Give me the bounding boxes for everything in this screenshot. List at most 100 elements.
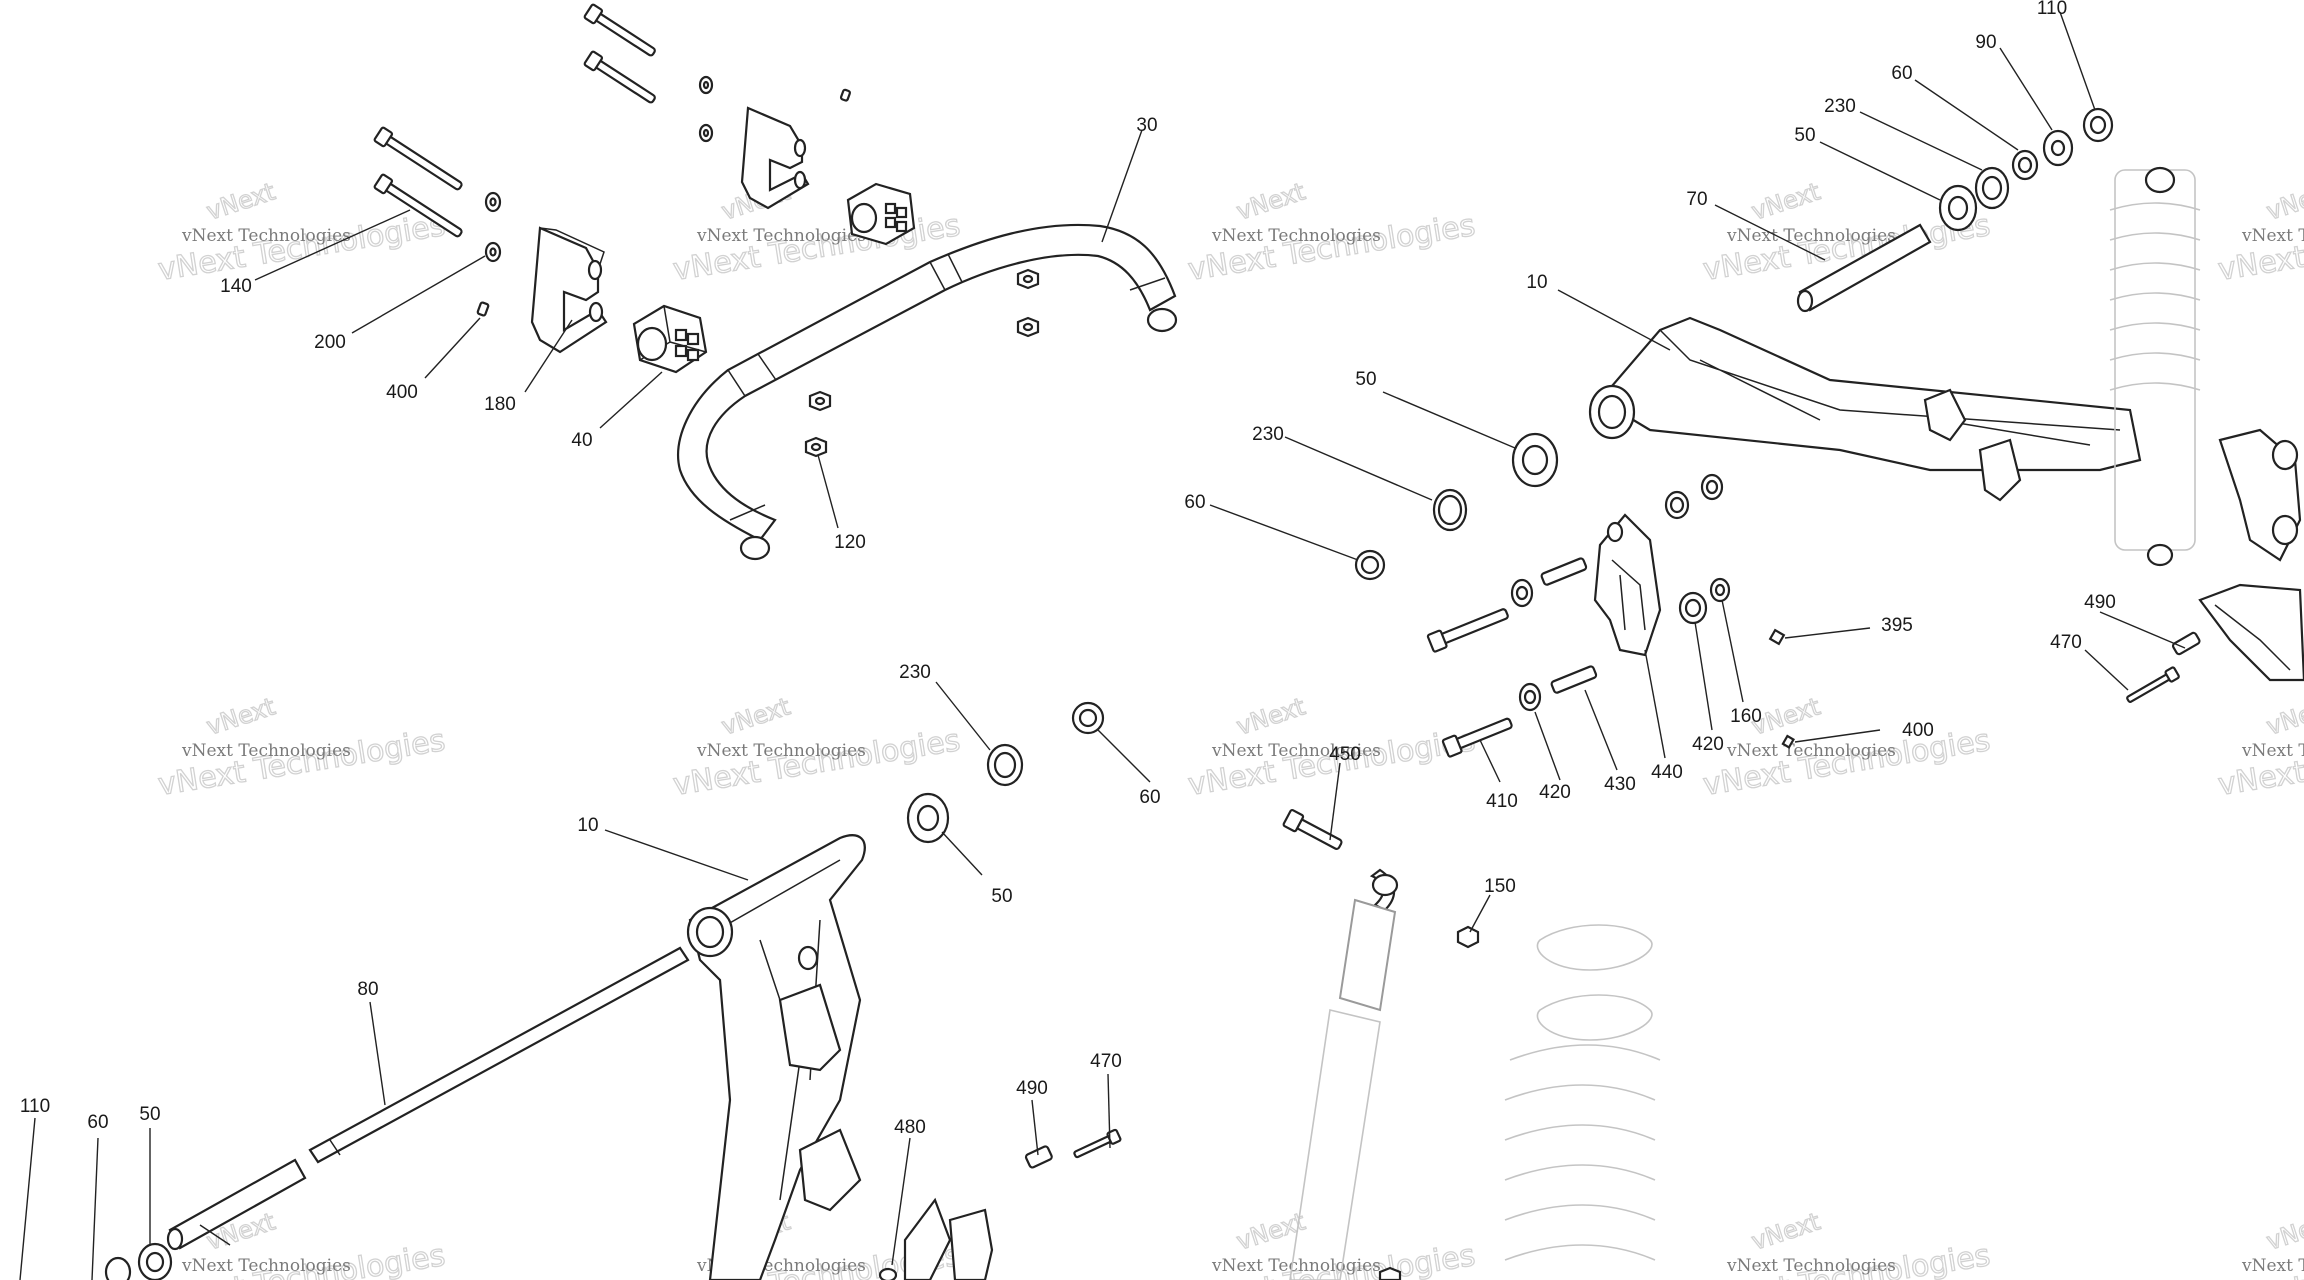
callout-140: 140 — [220, 276, 252, 297]
knuckle-right — [2218, 428, 2302, 562]
watermark-brand: vNext Technologies — [696, 741, 866, 761]
callout-50: 50 — [139, 1104, 160, 1125]
watermark-brand: vNext Technologies — [2241, 1256, 2304, 1276]
callout-110: 110 — [2037, 0, 2067, 19]
bearing-stack-top-right — [1796, 107, 2114, 313]
watermark-brand: vNext Technologies — [181, 1256, 351, 1276]
callout-60: 60 — [87, 1112, 108, 1133]
watermark-logo: vNext — [1233, 177, 1308, 225]
callout-230: 230 — [899, 662, 931, 683]
watermark-brand-outline: vNext Technologies — [156, 723, 448, 803]
guard-right-edge — [2126, 583, 2304, 703]
watermark-logo: vNext — [2263, 1207, 2304, 1255]
callout-230: 230 — [1824, 96, 1856, 117]
watermark-logo: vNext — [718, 692, 793, 740]
washer-200-group — [484, 75, 714, 263]
callout-10: 10 — [577, 815, 598, 836]
watermark-logo: vNext — [2263, 692, 2304, 740]
callout-50: 50 — [991, 886, 1012, 907]
leader-lines — [19, 11, 2186, 1280]
callout-110: 110 — [20, 1096, 50, 1117]
hardware-lower-490-470 — [878, 1128, 1402, 1280]
bracket-180 — [530, 106, 810, 354]
callout-70: 70 — [1686, 189, 1707, 210]
callout-430: 430 — [1604, 774, 1636, 795]
spring-lower — [1504, 924, 1661, 1261]
watermark-brand: vNext Technologies — [1211, 1256, 1381, 1276]
callout-50: 50 — [1355, 369, 1376, 390]
a-arm-10-lower — [686, 834, 866, 1280]
watermark-brand: vNext Technologies — [2241, 226, 2304, 246]
bushing-block-40 — [632, 182, 916, 374]
callout-480: 480 — [894, 1117, 926, 1138]
callout-470: 470 — [1090, 1051, 1122, 1072]
watermark-brand-outline: vNext Technologies — [671, 723, 963, 803]
bearing-stack-lower — [906, 701, 1105, 844]
link-bracket-440 — [1426, 473, 1795, 758]
callout-200: 200 — [314, 332, 346, 353]
watermark-brand: vNext Technologies — [1726, 741, 1896, 761]
callout-410: 410 — [1486, 791, 1518, 812]
watermark-brand: vNext Technologies — [1726, 1256, 1896, 1276]
bearing-stack-bottom-left — [104, 1158, 307, 1280]
watermark-logo: vNext — [1233, 692, 1308, 740]
callout-400: 400 — [386, 382, 418, 403]
callout-60: 60 — [1891, 63, 1912, 84]
sway-bar-30 — [677, 223, 1178, 561]
grease-fitting-400-left — [476, 88, 852, 317]
a-arm-10-upper — [1588, 316, 2142, 502]
watermark-logo: vNext — [1748, 1207, 1823, 1255]
callout-90: 90 — [1975, 32, 1996, 53]
watermark-brand: vNext Technologies — [1726, 226, 1896, 246]
callout-180: 180 — [484, 394, 516, 415]
watermark-brand: vNext Technologies — [181, 741, 351, 761]
watermark-brand-outline: vNext Technologies — [2216, 208, 2304, 288]
callout-50: 50 — [1794, 125, 1815, 146]
bolt-140-group — [373, 3, 656, 238]
callout-230: 230 — [1252, 424, 1284, 445]
watermark-logo: vNext — [1748, 177, 1823, 225]
watermark-brand-outline: vNext Technologies — [156, 208, 448, 288]
watermark-brand: vNext Technologies — [696, 226, 866, 246]
watermark-logo: vNext — [2263, 177, 2304, 225]
callout-490: 490 — [1016, 1078, 1048, 1099]
watermark-logo: vNext — [203, 692, 278, 740]
watermark-brand-outline: vNext Technologies — [2216, 723, 2304, 803]
watermark-logo: vNext — [203, 177, 278, 225]
callout-440: 440 — [1651, 762, 1683, 783]
watermark-brand: vNext Technologies — [1211, 741, 1381, 761]
callout-400: 400 — [1902, 720, 1934, 741]
callout-10: 10 — [1526, 272, 1547, 293]
watermark-brand: vNext Technologies — [2241, 741, 2304, 761]
callout-420: 420 — [1539, 782, 1571, 803]
callout-labels: 110 90 60 230 50 70 30 10 140 200 400 18… — [20, 0, 2116, 1138]
callout-60: 60 — [1139, 787, 1160, 808]
shaft-80 — [308, 946, 690, 1164]
callout-395: 395 — [1881, 615, 1913, 636]
callout-60: 60 — [1184, 492, 1205, 513]
callout-490: 490 — [2084, 592, 2116, 613]
callout-80: 80 — [357, 979, 378, 1000]
callout-470: 470 — [2050, 632, 2082, 653]
callout-450: 450 — [1329, 744, 1361, 765]
callout-120: 120 — [834, 532, 866, 553]
watermark-brand-outline: vNext Technologies — [1186, 208, 1478, 288]
shock-absorber-top-right — [2109, 166, 2201, 567]
callout-40: 40 — [571, 430, 592, 451]
watermark-brand: vNext Technologies — [181, 226, 351, 246]
callout-160: 160 — [1730, 706, 1762, 727]
nuts-120 — [804, 268, 1040, 458]
bearing-stack-mid — [1354, 432, 1559, 581]
callout-420: 420 — [1692, 734, 1724, 755]
callout-150: 150 — [1484, 876, 1516, 897]
